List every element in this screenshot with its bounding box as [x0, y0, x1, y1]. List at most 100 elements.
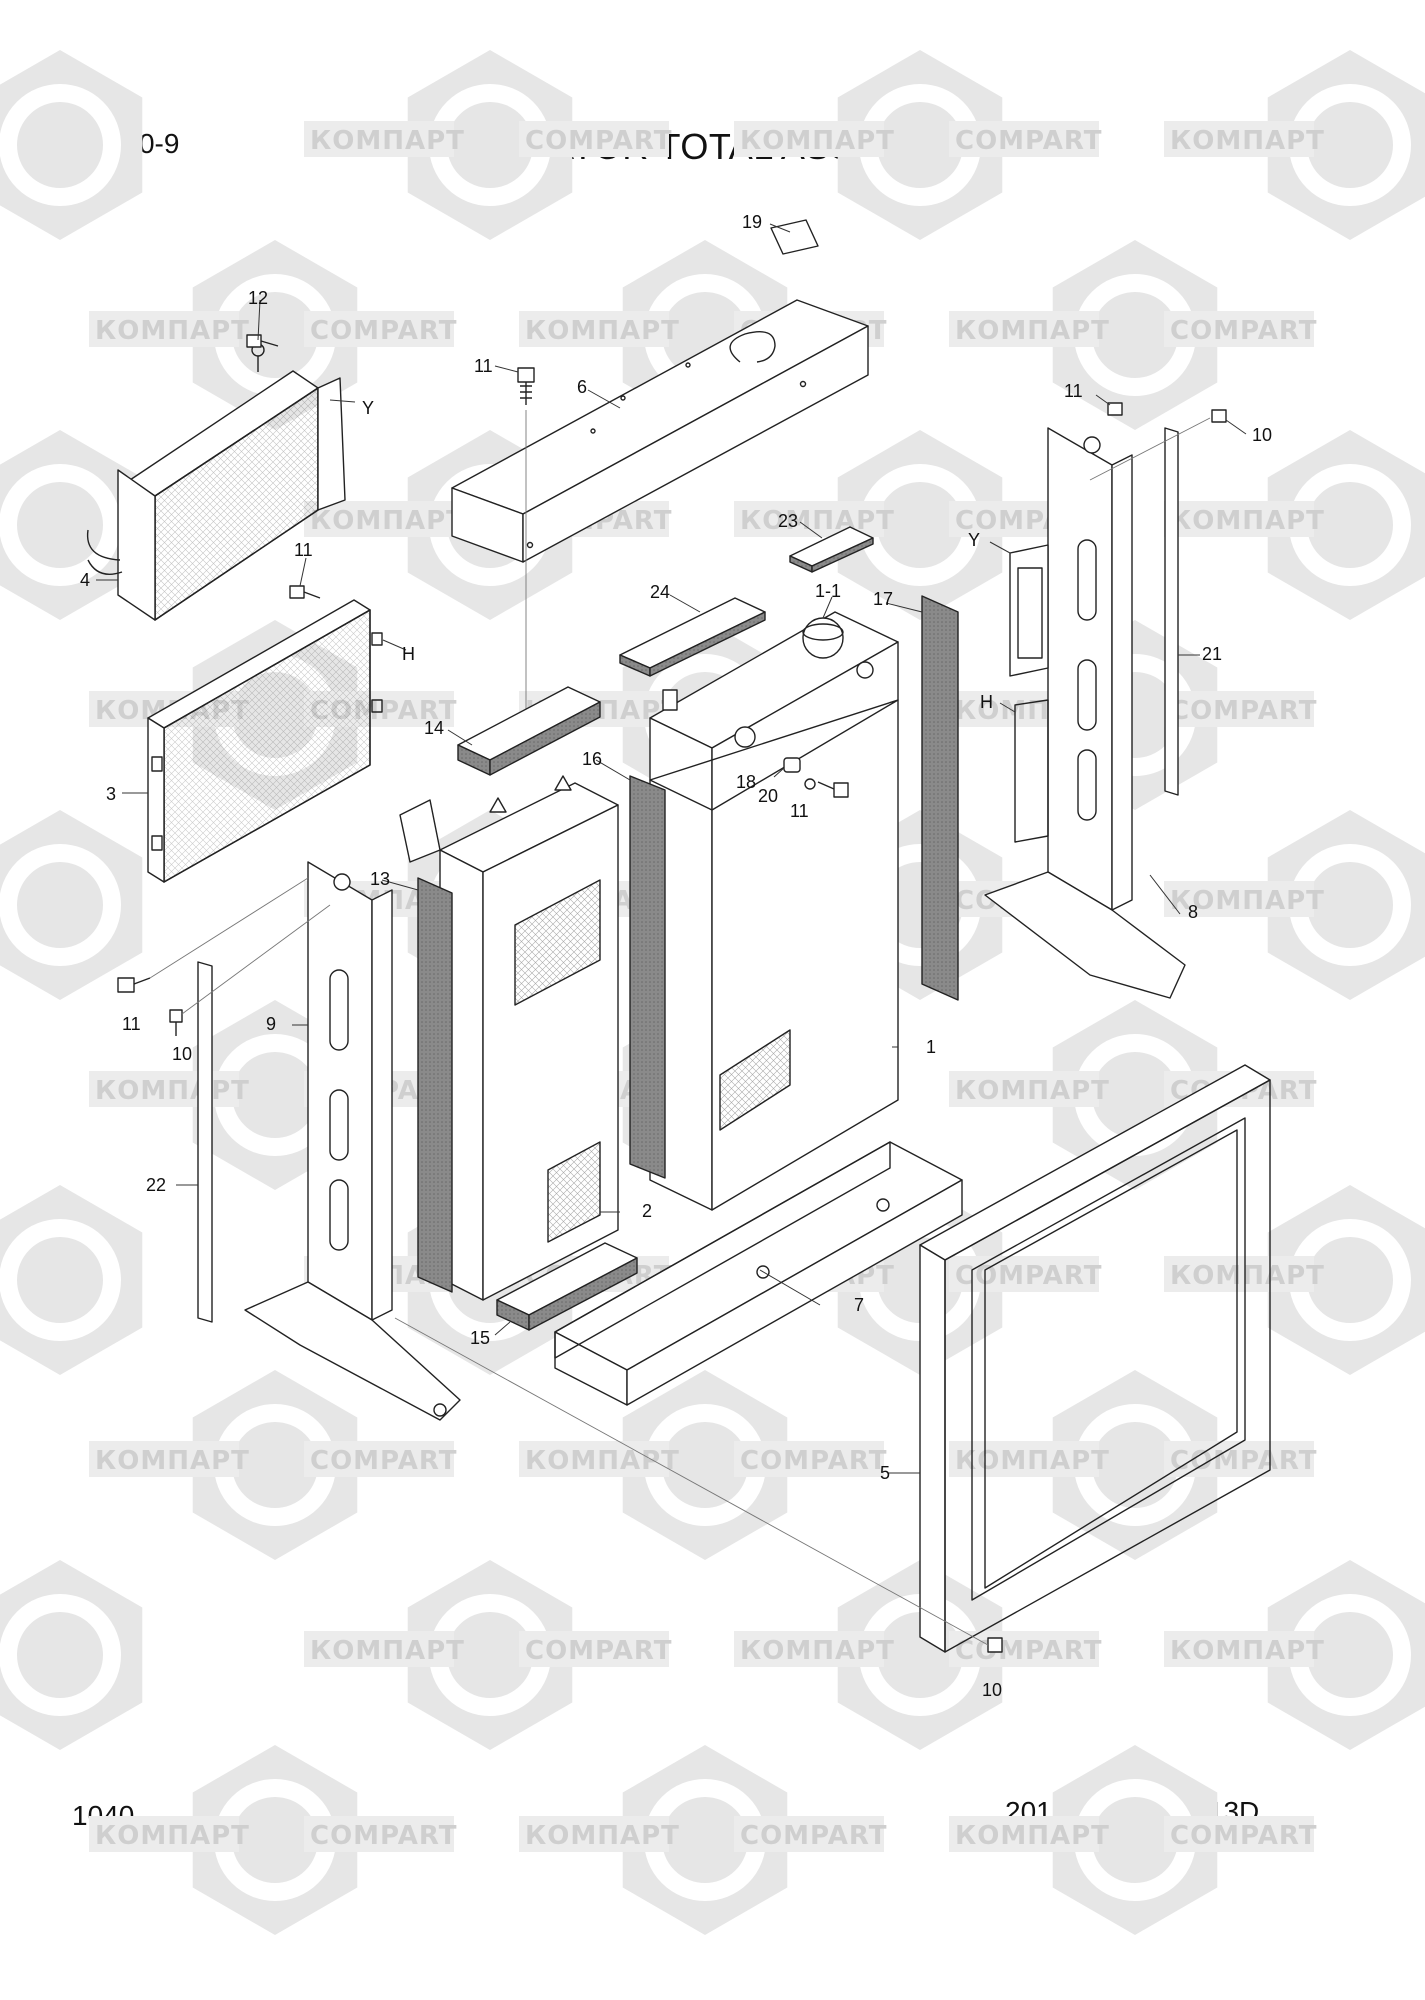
watermark-logo — [837, 1560, 1003, 1750]
callout-12: 12 — [248, 288, 268, 308]
watermark-plate — [89, 311, 239, 347]
watermark-logo — [407, 1560, 573, 1750]
part-23-pad — [789, 526, 874, 573]
callouts: 19 12 11 6 Y 4 11 H 3 14 23 24 1-1 17 16… — [80, 212, 1272, 1700]
watermark-plate — [89, 1071, 239, 1107]
callout-ref-h1: H — [402, 644, 415, 664]
watermark-layer: КОМПАРТ COMPART КОМПАРТ COMPART КОМПАРТ КОМПА… — [0, 50, 1425, 1935]
callout-11-a: 11 — [474, 356, 493, 376]
watermark-logo — [192, 1745, 358, 1935]
watermark-plate — [1164, 1631, 1314, 1667]
callout-21: 21 — [1202, 644, 1222, 664]
watermark-plate — [1164, 501, 1314, 537]
watermark-plate — [519, 1441, 669, 1477]
watermark-plate — [304, 501, 454, 537]
part-12-bolt — [246, 334, 279, 348]
watermark-text: КОМПАРТ — [525, 1821, 680, 1851]
watermark-text: COMPART — [1170, 1821, 1317, 1851]
watermark-text: КОМПАРТ — [955, 1821, 1110, 1851]
watermark-plate — [734, 1631, 884, 1667]
watermark-text: КОМПАРТ — [95, 1821, 250, 1851]
watermark-text: КОМПАРТ — [740, 126, 895, 156]
part-18-nipple — [783, 757, 801, 773]
watermark-text: КОМПАРТ — [310, 1636, 465, 1666]
watermark-plate — [519, 121, 669, 157]
watermark-text: КОМПАРТ — [1170, 506, 1325, 536]
part-17-seal — [921, 595, 959, 1001]
watermark-logo — [407, 50, 573, 240]
callout-17: 17 — [873, 589, 893, 609]
part-11-bolt-cooler — [289, 585, 321, 599]
watermark-text: COMPART — [310, 316, 457, 346]
part-11-bolt-radiator — [817, 781, 849, 798]
part-15-pad — [496, 1242, 638, 1331]
part-10-bolt-right — [1211, 409, 1227, 423]
watermark-logo-ring — [0, 464, 121, 586]
watermark-logo — [192, 1370, 358, 1560]
watermark-text: КОМПАРТ — [740, 506, 895, 536]
watermark-text: КОМПАРТ — [95, 1076, 250, 1106]
watermark-text: COMPART — [1170, 1446, 1317, 1476]
callout-ref-y1: Y — [362, 398, 374, 418]
watermark-text: КОМПАРТ — [310, 506, 465, 536]
part-11-bolt-left — [117, 977, 151, 993]
watermark-plate — [734, 1816, 884, 1852]
watermark-logo-ring — [0, 1594, 121, 1716]
part-13-seal — [417, 877, 453, 1293]
watermark-text: КОМПАРТ — [1170, 886, 1325, 916]
watermark-logo-ring — [0, 1219, 121, 1341]
callout-8: 8 — [1188, 902, 1198, 922]
part-19-label — [770, 219, 819, 255]
callout-19: 19 — [742, 212, 762, 232]
callout-11-b: 11 — [294, 540, 313, 560]
watermark-plate — [519, 1631, 669, 1667]
watermark-logo — [1052, 1745, 1218, 1935]
part-14-pad — [457, 686, 601, 776]
watermark-text: КОМПАРТ — [95, 1446, 250, 1476]
watermark-text: КОМПАРТ — [1170, 1636, 1325, 1666]
callout-11-c: 11 — [790, 801, 809, 821]
part-10-bolt-bottom — [987, 1637, 1003, 1653]
watermark-plate — [304, 121, 454, 157]
watermark-logo — [1052, 240, 1218, 430]
part-24-pad — [619, 597, 766, 677]
callout-ref-h2: H — [980, 692, 993, 712]
watermark-text: КОМПАРТ — [1170, 126, 1325, 156]
watermark-plate — [89, 1441, 239, 1477]
callout-20: 20 — [758, 786, 778, 806]
callout-10-b: 10 — [172, 1044, 192, 1064]
watermark-plate — [734, 121, 884, 157]
part-4-intercooler — [86, 343, 346, 621]
watermark-logo-ring — [0, 84, 121, 206]
watermark-plate — [1164, 311, 1314, 347]
watermark-text: COMPART — [955, 1636, 1102, 1666]
watermark-plate — [949, 1441, 1099, 1477]
callout-18: 18 — [736, 772, 756, 792]
callout-22: 22 — [146, 1175, 166, 1195]
watermark-text: COMPART — [525, 1636, 672, 1666]
callout-10-c: 10 — [982, 1680, 1002, 1700]
watermark-plate — [734, 1441, 884, 1477]
watermark-text: COMPART — [1170, 696, 1317, 726]
part-5-frame — [919, 1064, 1271, 1653]
watermark-plate — [949, 1816, 1099, 1852]
part-20-o-ring — [804, 778, 816, 790]
callout-1: 1 — [926, 1037, 936, 1057]
watermark-text: COMPART — [310, 1446, 457, 1476]
watermark-logo — [192, 240, 358, 430]
watermark-plate — [1164, 121, 1314, 157]
part-21-strip — [1164, 427, 1179, 796]
callout-23: 23 — [778, 511, 798, 531]
callout-9: 9 — [266, 1014, 276, 1034]
callout-5: 5 — [880, 1463, 890, 1483]
part-10-bolt-left — [169, 1009, 183, 1036]
watermark-logo — [1052, 1370, 1218, 1560]
watermark-plate — [1164, 881, 1314, 917]
watermark-text: COMPART — [955, 126, 1102, 156]
watermark-plate — [1164, 1816, 1314, 1852]
watermark-plate — [304, 1441, 454, 1477]
watermark-text: КОМПАРТ — [525, 1446, 680, 1476]
callout-2: 2 — [642, 1201, 652, 1221]
callout-10-a: 10 — [1252, 425, 1272, 445]
callout-24: 24 — [650, 582, 670, 602]
